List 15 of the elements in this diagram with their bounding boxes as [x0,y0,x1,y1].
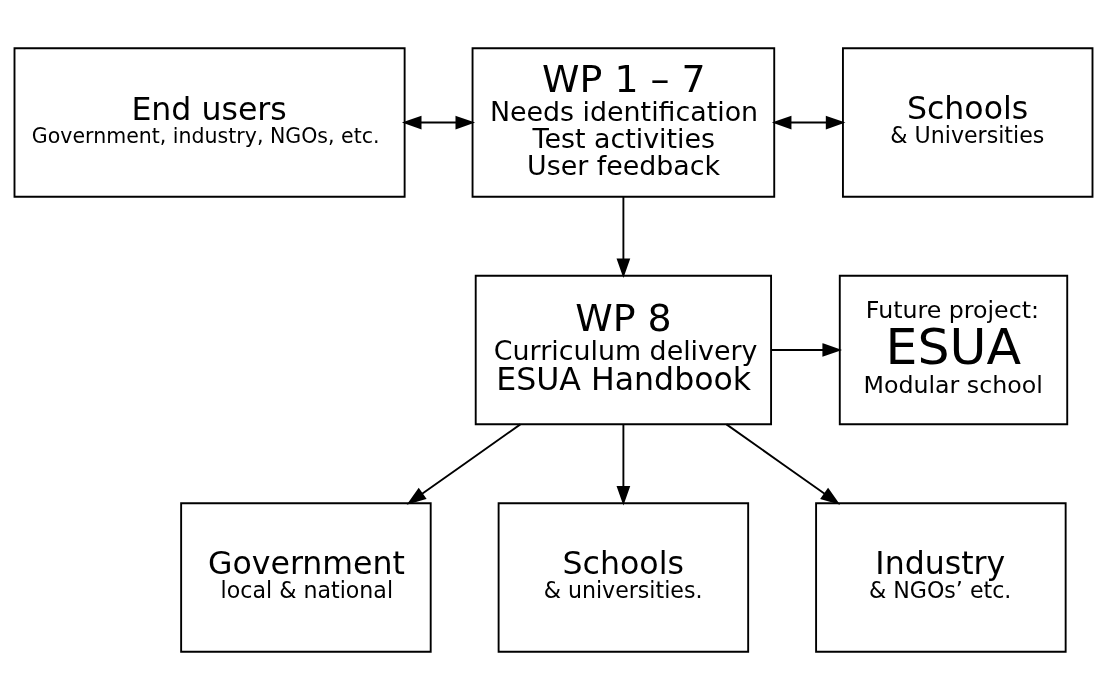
node-box: Industry & NGOs’ etc. [815,502,1067,653]
arrow [770,343,843,357]
arrow [771,115,846,130]
node-box: Schools & universities. [497,502,750,653]
node-box: Government local & national [180,502,432,653]
arrow [725,423,841,505]
node-box: Schools & Universities [842,47,1094,198]
node-box: End users Government, industry, NGOs, etc. [13,47,406,198]
arrow [401,115,476,130]
node-box: WP 1 – 7 Needs identification Test activities User feedback [471,47,776,198]
arrow [406,423,522,505]
arrow [616,196,631,279]
node-box: Future project: ESUA Modular school [838,274,1069,426]
arrow [616,423,631,506]
node-box: WP 8 Curriculum delivery ESUA Handbook [474,274,773,426]
